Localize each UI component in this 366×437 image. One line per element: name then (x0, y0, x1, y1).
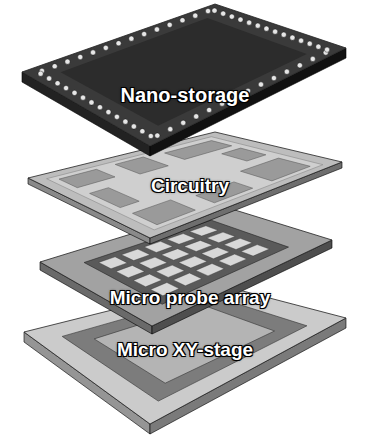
label-holder: Circuitry (151, 175, 229, 197)
storage-layer: Nano-storage (20, 2, 348, 158)
layer-label: Nano-storage (121, 84, 250, 107)
label-holder: Micro XY-stage (117, 339, 253, 361)
circuit-layer: Circuitry (26, 130, 344, 246)
layer-label: Micro probe array (110, 287, 271, 309)
layer-shape (20, 2, 348, 158)
layer-label: Micro XY-stage (117, 339, 253, 361)
label-holder: Nano-storage (121, 84, 250, 107)
layer-label: Circuitry (151, 175, 229, 197)
label-holder: Micro probe array (110, 287, 271, 309)
